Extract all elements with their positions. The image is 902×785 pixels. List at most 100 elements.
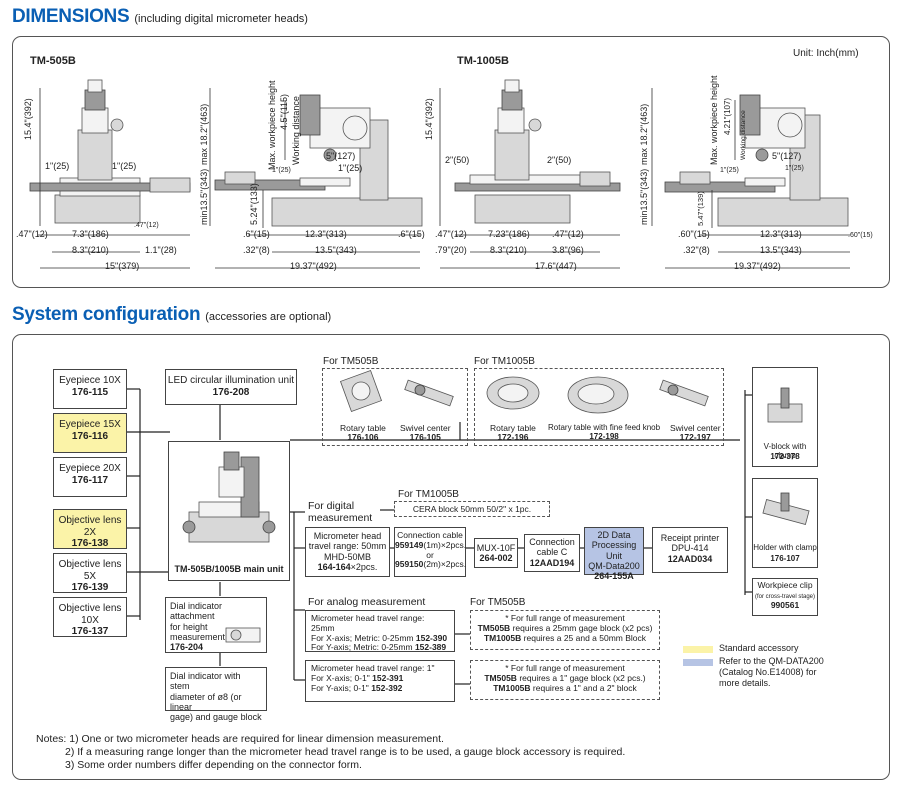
tm505b-side-d25b: 1"(25)	[338, 163, 363, 173]
tm1005b-front-drawing	[454, 79, 621, 224]
micrometer-head-50-box[interactable]: Micrometer head travel range: 50mm MHD-5…	[305, 527, 390, 577]
tm1005b-front-d9: 17.6"(447)	[535, 261, 577, 271]
tm1005b-front-d1: 2"(50)	[445, 155, 470, 165]
analog-25mm-box[interactable]: Micrometer head travel range: 25mm For X…	[305, 610, 455, 652]
printer-l1: Receipt printer	[660, 533, 720, 543]
analog-heading: For analog measurement	[308, 596, 426, 608]
rotary-fine-feed-code: 172-198	[589, 431, 619, 441]
mhead-l4: 164-164	[317, 562, 351, 573]
tm1005b-side-d25b: 1"(25)	[785, 165, 804, 172]
dimension-drawings	[29, 79, 850, 269]
tm1005b-side-d15b: .60"(15)	[848, 232, 873, 239]
cable-s1: (1m)×2pcs.	[423, 539, 467, 550]
swivel-center-505-icon	[404, 379, 454, 407]
tm505b-side-d15: .6"(15)	[243, 229, 270, 239]
tm1005b-side-d25: 1"(25)	[720, 167, 739, 174]
tm505b-model-label: TM-505B	[30, 55, 76, 67]
tm505b-front-d1: 1"(25)	[45, 161, 70, 171]
for-tm505b-tables-label: For TM505B	[323, 356, 379, 367]
note2-m1: TM505B	[484, 672, 517, 683]
note2-m2: TM1005B	[493, 682, 531, 693]
qm-l1: 2D Data	[597, 530, 631, 540]
swivel-center-505[interactable]: Swivel center 176-105	[400, 423, 451, 443]
dial-attach-code: 176-204	[170, 642, 204, 653]
receipt-printer-box[interactable]: Receipt printer DPU-414 12AAD034	[652, 527, 728, 573]
main-unit-box[interactable]: TM-505B/1005B main unit	[168, 441, 290, 581]
eyepiece-10x-code: 176-115	[71, 386, 109, 398]
objective-10x-box[interactable]: Objective lens 10X 176-137	[53, 597, 127, 637]
microscope-icon	[182, 451, 276, 543]
v-block-code: 172-378	[770, 452, 800, 461]
eyepiece-20x-name: Eyepiece 20X	[59, 463, 121, 474]
rotary-fine-feed-icon	[567, 376, 629, 414]
cable-c-l1: Connection	[529, 537, 575, 547]
connection-cable-c-box[interactable]: Connection cable C 12AAD194	[524, 534, 580, 572]
cable-c1: 959149	[395, 539, 424, 550]
legend-refer2: (Catalog No.E14008) for	[719, 667, 817, 677]
holder-clamp-icon	[762, 492, 810, 525]
eyepiece-15x-box[interactable]: Eyepiece 15X 176-116	[53, 413, 127, 453]
qm-data-box[interactable]: 2D Data Processing Unit QM-Data200 264-1…	[584, 527, 644, 581]
tm1005b-front-d8: 3.8"(96)	[552, 245, 584, 255]
note-2: 2) If a measuring range longer than the …	[65, 746, 626, 758]
workpiece-clip-box[interactable]: Workpiece clip (for cross-travel stage) …	[752, 578, 818, 616]
tm1005b-front-d3: .47"(12)	[435, 229, 467, 239]
tm505b-side-drawing	[214, 94, 423, 227]
tm505b-front-d2: 1"(25)	[112, 161, 137, 171]
eyepiece-15x-name: Eyepiece 15X	[59, 419, 121, 430]
dial-attach-name2: for height	[170, 621, 208, 632]
cable-c-l2: cable C	[536, 547, 568, 558]
dial-stem-box[interactable]: Dial indicator with stem diameter of ø8 …	[165, 667, 267, 722]
tm505b-front-drawing	[29, 79, 191, 224]
tm505b-tables-group	[322, 368, 468, 446]
analog-1inch-box[interactable]: Micrometer head travel range: 1" For X-a…	[305, 660, 455, 702]
mhead-l1: Micrometer head	[313, 531, 382, 541]
dimensions-heading: DIMENSIONS (including digital micrometer…	[12, 6, 308, 28]
cera-block-box[interactable]: CERA block 50mm 50/2" x 1pc.	[394, 501, 550, 517]
objective-2x-box[interactable]: Objective lens 2X 176-138	[53, 509, 127, 549]
v-block-box[interactable]: V-block with clamp 172-378	[752, 367, 818, 467]
dial-stem-l3: gage) and gauge block	[170, 712, 262, 723]
tm505b-front-d8: 15"(379)	[105, 261, 140, 271]
rotary-table-505[interactable]: Rotary table 176-106	[340, 423, 386, 443]
rotary-fine-feed[interactable]: Rotary table with fine feed knob 172-198	[548, 423, 660, 442]
rotary-table-1005-code: 172-196	[497, 432, 529, 443]
eyepiece-10x-box[interactable]: Eyepiece 10X 176-115	[53, 369, 127, 409]
holder-clamp-box[interactable]: Holder with clamp 176-107	[752, 478, 818, 568]
workpiece-clip-code: 990561	[770, 599, 800, 610]
led-illumination-box[interactable]: LED circular illumination unit 176-208	[165, 369, 297, 405]
note1-t2: requires a 25 and a 50mm Block	[523, 632, 647, 643]
mhead-l2: travel range: 50mm	[308, 541, 387, 552]
eyepiece-20x-box[interactable]: Eyepiece 20X 176-117	[53, 457, 127, 497]
digital-for-tm1005b: For TM1005B	[398, 489, 459, 500]
tm1005b-front-d4: 7.23"(186)	[488, 229, 530, 239]
objective-2x-code: 176-138	[71, 538, 109, 549]
workpiece-clip-name: Workpiece clip	[757, 580, 813, 590]
v-block-name: V-block with clamp	[763, 442, 807, 461]
objective-5x-name: Objective lens 5X	[58, 559, 122, 582]
note2-l1: * For full range of measurement	[505, 663, 625, 673]
mux-box[interactable]: MUX-10F 264-002	[474, 538, 518, 568]
dial-stem-l2: diameter of ø8 (or linear	[170, 691, 242, 713]
objective-5x-box[interactable]: Objective lens 5X 176-139	[53, 553, 127, 593]
tm505b-side-d313: 12.3"(313)	[305, 229, 347, 239]
analog1-l2: For X-axis; Metric: 0-25mm	[311, 632, 414, 643]
rotary-table-505-name: Rotary table	[340, 423, 386, 433]
legend-standard-label: Standard accessory	[719, 643, 799, 653]
qm-code: 264-155A	[594, 571, 634, 582]
legend-refer1: Refer to the QM-DATA200	[719, 656, 824, 666]
connection-cable-box[interactable]: Connection cable 959149(1m)×2pcs. or 959…	[394, 527, 466, 577]
note2-t1: requires a 1" gage block (x2 pcs.)	[519, 672, 646, 683]
swivel-center-1005[interactable]: Swivel center 172-197	[670, 423, 721, 443]
note-3: 3) Some order numbers differ depending o…	[65, 759, 362, 771]
dimensions-panel	[12, 36, 890, 288]
analog2-l2: For X-axis; 0-1"	[311, 672, 370, 683]
rotary-table-1005[interactable]: Rotary table 172-196	[490, 423, 536, 443]
dial-attachment-box[interactable]: Dial indicator attachment for height mea…	[165, 597, 267, 653]
system-subtitle: (accessories are optional)	[205, 311, 332, 323]
tm505b-side-d15b: .6"(15)	[398, 229, 425, 239]
note1-t1: requires a 25mm gage block (x2 pcs)	[512, 622, 653, 633]
legend-refer3: more details.	[719, 678, 771, 688]
swivel-center-1005-icon	[659, 379, 709, 407]
main-unit-label: TM-505B/1005B main unit	[174, 563, 284, 574]
